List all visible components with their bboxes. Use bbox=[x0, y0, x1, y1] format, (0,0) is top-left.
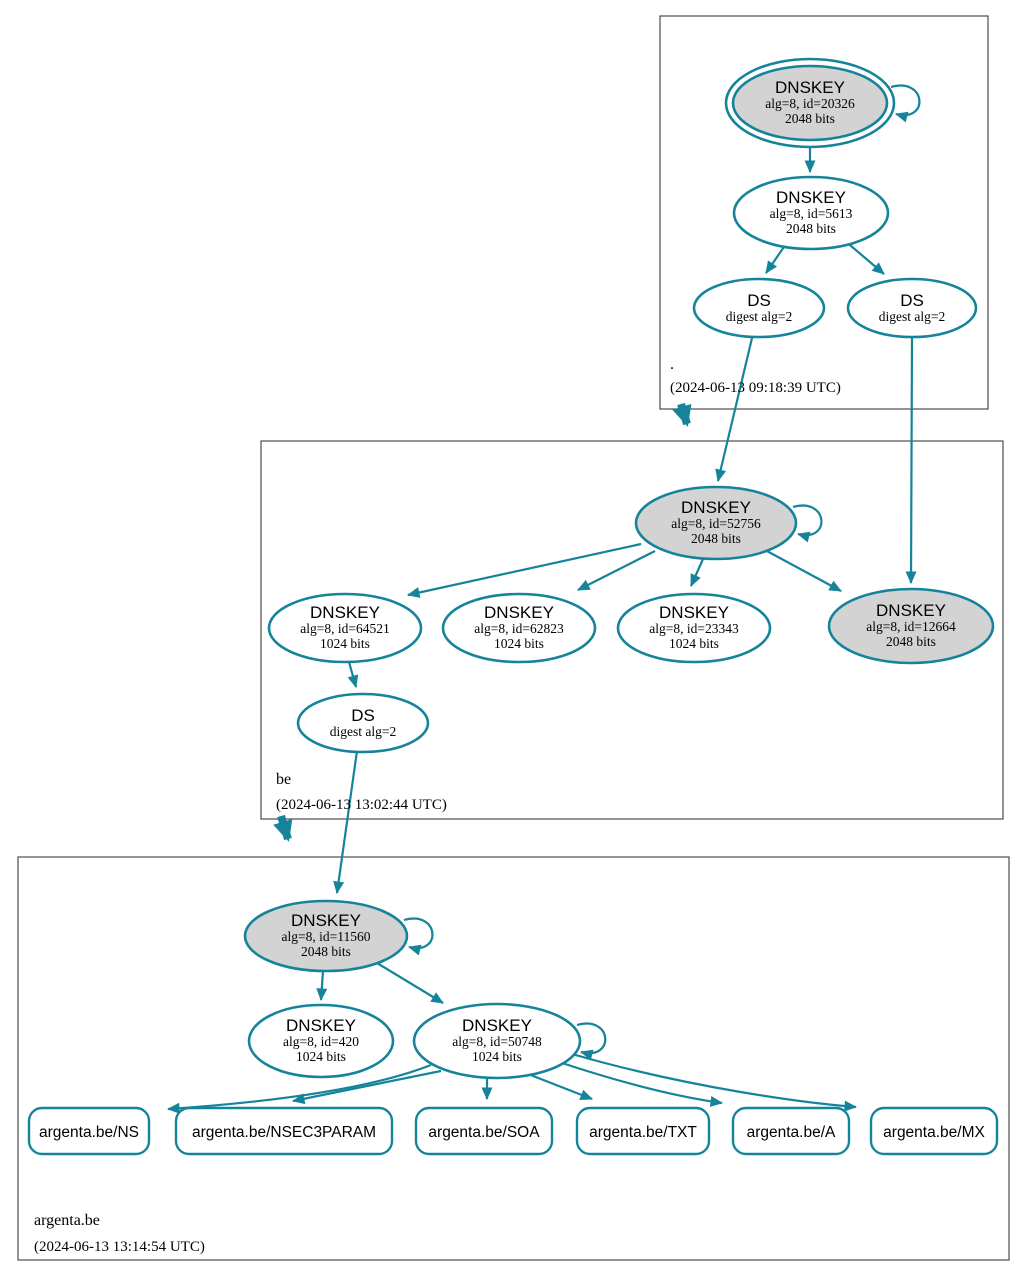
zone-timestamp-be: (2024-06-13 13:02:44 UTC) bbox=[276, 797, 447, 813]
edge-dnskey52756-dnskey12664 bbox=[764, 549, 842, 592]
dnskey-node-64521[interactable]: DNSKEY alg=8, id=64521 1024 bits bbox=[267, 592, 423, 664]
edge-dnskey52756-self-loop bbox=[792, 504, 823, 543]
dnskey-52756-alg: alg=8, id=52756 bbox=[671, 516, 761, 531]
rrset-label-ns: argenta.be/NS bbox=[39, 1124, 139, 1141]
dnskey-node-12664[interactable]: DNSKEY alg=8, id=12664 2048 bits bbox=[827, 587, 995, 665]
dnskey-23343-title: DNSKEY bbox=[659, 603, 729, 622]
ds-node-be[interactable]: DS digest alg=2 bbox=[296, 692, 430, 754]
dnskey-20326-bits: 2048 bits bbox=[785, 111, 835, 126]
edge-dnskey52756-dnskey62823 bbox=[577, 550, 656, 591]
edge-dnskey50748-rrset-ns bbox=[167, 1063, 432, 1114]
rrset-box-argenta-be-txt[interactable]: argenta.be/TXT bbox=[575, 1106, 711, 1156]
edge-dnskey50748-rrset-a bbox=[561, 1061, 723, 1107]
rrset-label-txt: argenta.be/TXT bbox=[589, 1124, 697, 1141]
edge-ds-be-dnskey11560 bbox=[333, 750, 359, 894]
dnskey-20326-title: DNSKEY bbox=[775, 78, 845, 97]
zone-label-argenta-be: argenta.be bbox=[34, 1212, 100, 1229]
edge-delegation-root-be bbox=[672, 402, 692, 427]
ds-root-1-title: DS bbox=[747, 291, 771, 310]
zone-label-root: . bbox=[670, 356, 674, 373]
rrset-label-mx: argenta.be/MX bbox=[883, 1124, 985, 1141]
zone-timestamp-argenta-be: (2024-06-13 13:14:54 UTC) bbox=[34, 1239, 205, 1255]
dnskey-node-50748[interactable]: DNSKEY alg=8, id=50748 1024 bits bbox=[412, 1002, 582, 1080]
dnskey-node-11560[interactable]: DNSKEY alg=8, id=11560 2048 bits bbox=[243, 899, 409, 973]
dnskey-62823-alg: alg=8, id=62823 bbox=[474, 621, 564, 636]
rrset-label-nsec3param: argenta.be/NSEC3PARAM bbox=[192, 1124, 376, 1141]
edge-dnskey50748-rrset-nsec3param bbox=[292, 1069, 442, 1105]
edge-dnskey52756-dnskey64521 bbox=[407, 542, 642, 598]
dnskey-11560-bits: 2048 bits bbox=[301, 944, 351, 959]
edge-dnskey11560-dnskey420 bbox=[316, 970, 328, 1001]
edge-dnskey64521-ds-be bbox=[347, 661, 359, 688]
dnskey-node-62823[interactable]: DNSKEY alg=8, id=62823 1024 bits bbox=[441, 592, 597, 664]
dnskey-50748-bits: 1024 bits bbox=[472, 1049, 522, 1064]
dnskey-11560-alg: alg=8, id=11560 bbox=[282, 929, 371, 944]
rrset-box-argenta-be-mx[interactable]: argenta.be/MX bbox=[869, 1106, 999, 1156]
dnskey-62823-title: DNSKEY bbox=[484, 603, 554, 622]
dnskey-420-title: DNSKEY bbox=[286, 1016, 356, 1035]
edge-dnskey50748-rrset-txt bbox=[527, 1072, 593, 1101]
dnskey-64521-bits: 1024 bits bbox=[320, 636, 370, 651]
ds-root-2-title: DS bbox=[900, 291, 924, 310]
dnskey-node-5613[interactable]: DNSKEY alg=8, id=5613 2048 bits bbox=[732, 175, 890, 251]
dnskey-52756-title: DNSKEY bbox=[681, 498, 751, 517]
ds-root-1-alg: digest alg=2 bbox=[726, 309, 792, 324]
dnskey-5613-title: DNSKEY bbox=[776, 188, 846, 207]
zone-timestamp-root: (2024-06-13 09:18:39 UTC) bbox=[670, 380, 841, 396]
dnskey-11560-title: DNSKEY bbox=[291, 911, 361, 930]
ds-node-root-1[interactable]: DS digest alg=2 bbox=[692, 277, 826, 339]
dnskey-50748-title: DNSKEY bbox=[462, 1016, 532, 1035]
ds-root-2-alg: digest alg=2 bbox=[879, 309, 945, 324]
dnskey-5613-alg: alg=8, id=5613 bbox=[770, 206, 853, 221]
dnskey-23343-bits: 1024 bits bbox=[669, 636, 719, 651]
rrset-box-argenta-be-nsec3param[interactable]: argenta.be/NSEC3PARAM bbox=[174, 1106, 394, 1156]
dnskey-52756-bits: 2048 bits bbox=[691, 531, 741, 546]
dnskey-5613-bits: 2048 bits bbox=[786, 221, 836, 236]
dnskey-12664-bits: 2048 bits bbox=[886, 634, 936, 649]
dnskey-node-23343[interactable]: DNSKEY alg=8, id=23343 1024 bits bbox=[616, 592, 772, 664]
ds-node-root-2[interactable]: DS digest alg=2 bbox=[846, 277, 978, 339]
dnskey-420-bits: 1024 bits bbox=[296, 1049, 346, 1064]
rrset-box-argenta-be-ns[interactable]: argenta.be/NS bbox=[27, 1106, 151, 1156]
dnskey-node-20326[interactable]: DNSKEY alg=8, id=20326 2048 bits bbox=[724, 57, 896, 149]
dnskey-20326-alg: alg=8, id=20326 bbox=[765, 96, 855, 111]
dnskey-64521-alg: alg=8, id=64521 bbox=[300, 621, 389, 636]
edge-dnskey11560-self-loop bbox=[403, 917, 434, 956]
edge-ds1-dnskey52756 bbox=[715, 337, 754, 482]
edge-dnskey50748-self-loop bbox=[576, 1022, 607, 1061]
edge-delegation-be-argenta bbox=[273, 814, 293, 842]
ds-be-alg: digest alg=2 bbox=[330, 724, 396, 739]
zone-label-be: be bbox=[276, 771, 291, 788]
dnskey-12664-alg: alg=8, id=12664 bbox=[866, 619, 956, 634]
dnskey-62823-bits: 1024 bits bbox=[494, 636, 544, 651]
rrset-label-a: argenta.be/A bbox=[747, 1124, 836, 1141]
dnskey-50748-alg: alg=8, id=50748 bbox=[452, 1034, 542, 1049]
rrset-box-argenta-be-a[interactable]: argenta.be/A bbox=[731, 1106, 851, 1156]
dnskey-12664-title: DNSKEY bbox=[876, 601, 946, 620]
edge-dnskey5613-ds1 bbox=[765, 243, 787, 274]
edge-dnskey5613-ds2 bbox=[843, 239, 885, 275]
ds-be-title: DS bbox=[351, 706, 375, 725]
edge-dnskey52756-dnskey23343 bbox=[689, 558, 705, 587]
edge-ds2-dnskey12664 bbox=[905, 337, 917, 584]
dnskey-420-alg: alg=8, id=420 bbox=[283, 1034, 359, 1049]
dnskey-23343-alg: alg=8, id=23343 bbox=[649, 621, 739, 636]
edge-dnskey11560-dnskey50748 bbox=[376, 962, 444, 1004]
dnskey-node-52756[interactable]: DNSKEY alg=8, id=52756 2048 bits bbox=[634, 485, 798, 561]
dnskey-node-420[interactable]: DNSKEY alg=8, id=420 1024 bits bbox=[247, 1003, 395, 1079]
edge-dnskey20326-self-loop bbox=[890, 84, 921, 123]
edge-dnskey50748-rrset-mx bbox=[571, 1052, 857, 1112]
dnskey-64521-title: DNSKEY bbox=[310, 603, 380, 622]
rrset-box-argenta-be-soa[interactable]: argenta.be/SOA bbox=[414, 1106, 554, 1156]
rrset-label-soa: argenta.be/SOA bbox=[428, 1124, 540, 1141]
